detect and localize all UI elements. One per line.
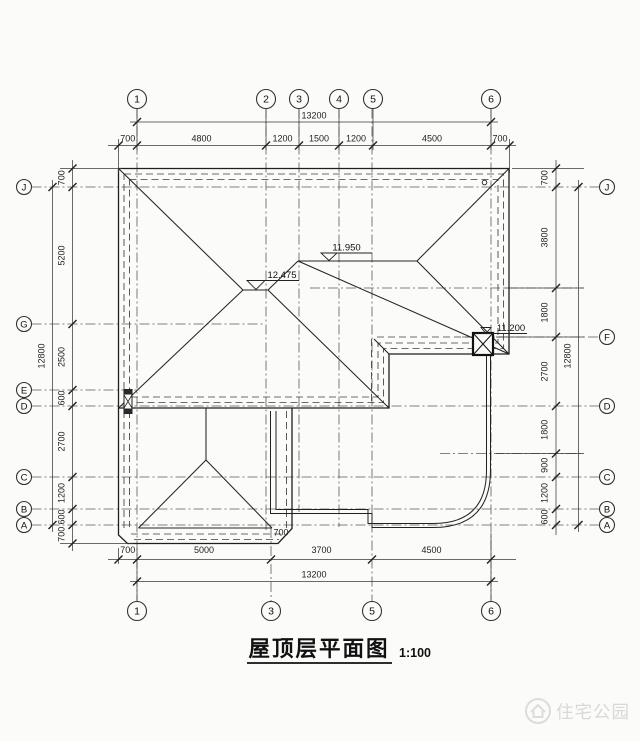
axis-bubble-label: 5 xyxy=(369,606,375,618)
dim-label: 1200 xyxy=(540,483,550,503)
dim-total-label: 12800 xyxy=(37,343,47,368)
axis-bubble-label: J xyxy=(22,183,27,194)
dim-label: 1200 xyxy=(346,134,366,144)
elevation-value: 11.950 xyxy=(332,243,360,254)
dim-label: 1200 xyxy=(272,134,292,144)
elevation-value: 11.200 xyxy=(497,323,525,334)
axis-bubble-label: A xyxy=(604,521,611,532)
axis-bubbles-top: 1 2 3 4 5 6 xyxy=(126,88,502,110)
dim-label: 5200 xyxy=(57,245,67,265)
axis-bubbles-right: J F D C B A xyxy=(598,178,616,534)
dim-label: 3700 xyxy=(311,545,331,555)
dim-label: 700 xyxy=(57,170,67,185)
axis-bubble-label: 1 xyxy=(134,94,140,106)
axis-bubble-label: 3 xyxy=(296,94,302,106)
porch-overhang-label: 700 xyxy=(273,528,288,538)
elevation-value: 12.475 xyxy=(267,270,296,281)
dim-label: 4500 xyxy=(422,134,442,144)
elevation-marker-eave: 11.200 xyxy=(480,323,527,335)
chimney xyxy=(471,331,495,357)
elevation-marker-main-ridge: 12.475 xyxy=(245,270,299,291)
axis-bubble-label: 1 xyxy=(134,606,140,618)
dim-label: 600 xyxy=(540,509,550,524)
dim-label: 4800 xyxy=(191,134,211,144)
dimension-bottom: 700 5000 3700 4500 13200 700 xyxy=(108,528,516,602)
dimension-left: 700 5200 2500 600 2700 1200 600 700 1280… xyxy=(37,160,133,551)
drawing-title: 屋顶层平面图 1:100 xyxy=(247,637,431,664)
axis-bubble-label: 6 xyxy=(488,606,494,618)
axis-bubble-label: C xyxy=(21,473,28,484)
grid-axis-lines xyxy=(31,108,600,602)
axis-bubbles-left: J G E D C B A xyxy=(15,178,33,534)
rain-outlet-marker xyxy=(481,179,488,186)
axis-bubble-label: E xyxy=(21,386,27,397)
axis-bubble-label: B xyxy=(21,505,27,516)
axis-bubble-label: J xyxy=(605,183,610,194)
axis-bubble-label: D xyxy=(604,402,611,413)
watermark: 住宅公园 xyxy=(525,698,630,724)
watermark-house-icon xyxy=(530,703,546,718)
axis-bubble-label: 6 xyxy=(488,94,494,106)
dim-label: 2500 xyxy=(57,347,67,367)
dimension-right: 700 3800 1800 2700 1800 900 1200 600 128… xyxy=(496,160,584,535)
axis-bubble-label: F xyxy=(604,333,610,344)
axis-bubble-label: D xyxy=(21,402,28,413)
dim-label: 700 xyxy=(57,527,67,542)
eave-vent xyxy=(123,389,133,414)
axis-bubbles-bottom: 1 3 5 6 xyxy=(126,600,502,622)
axis-bubble-label: 4 xyxy=(336,94,342,106)
axis-bubble-label: 5 xyxy=(370,94,376,106)
dim-total-label: 12800 xyxy=(563,343,573,368)
dim-total-label: 13200 xyxy=(301,570,326,580)
elevation-marker-secondary-ridge: 11.950 xyxy=(319,243,372,262)
axis-bubble-label: A xyxy=(21,521,28,532)
title-text: 屋顶层平面图 xyxy=(248,637,389,661)
axis-bubble-label: G xyxy=(20,320,27,331)
terrace-wall xyxy=(270,356,491,528)
watermark-logo-icon xyxy=(525,698,551,724)
dim-label: 600 xyxy=(57,509,67,524)
dim-label: 600 xyxy=(57,390,67,405)
dim-label: 700 xyxy=(120,545,135,555)
dim-label: 1800 xyxy=(540,420,550,440)
dim-label: 1200 xyxy=(57,483,67,503)
watermark-text: 住宅公园 xyxy=(556,702,630,722)
dim-total-label: 13200 xyxy=(301,111,326,121)
axis-bubble-label: 3 xyxy=(268,606,274,618)
dim-label: 1500 xyxy=(309,134,329,144)
dim-label: 1800 xyxy=(540,302,550,322)
dim-label: 4500 xyxy=(421,545,441,555)
axis-bubble-label: 2 xyxy=(263,94,269,106)
title-scale: 1:100 xyxy=(399,646,431,660)
dim-label: 2700 xyxy=(540,361,550,381)
dim-label: 5000 xyxy=(194,545,214,555)
axis-bubble-label: C xyxy=(604,473,611,484)
roof-eave-outline xyxy=(117,167,510,545)
dim-label: 2700 xyxy=(57,431,67,451)
dimension-top: 700 4800 1200 1500 1200 4500 700 13200 xyxy=(108,108,516,173)
dim-label: 700 xyxy=(120,134,135,144)
axis-bubble-label: B xyxy=(604,505,610,516)
dim-label: 3800 xyxy=(540,227,550,247)
dim-label: 700 xyxy=(540,170,550,185)
dim-label: 900 xyxy=(540,458,550,473)
dim-label: 700 xyxy=(492,134,507,144)
